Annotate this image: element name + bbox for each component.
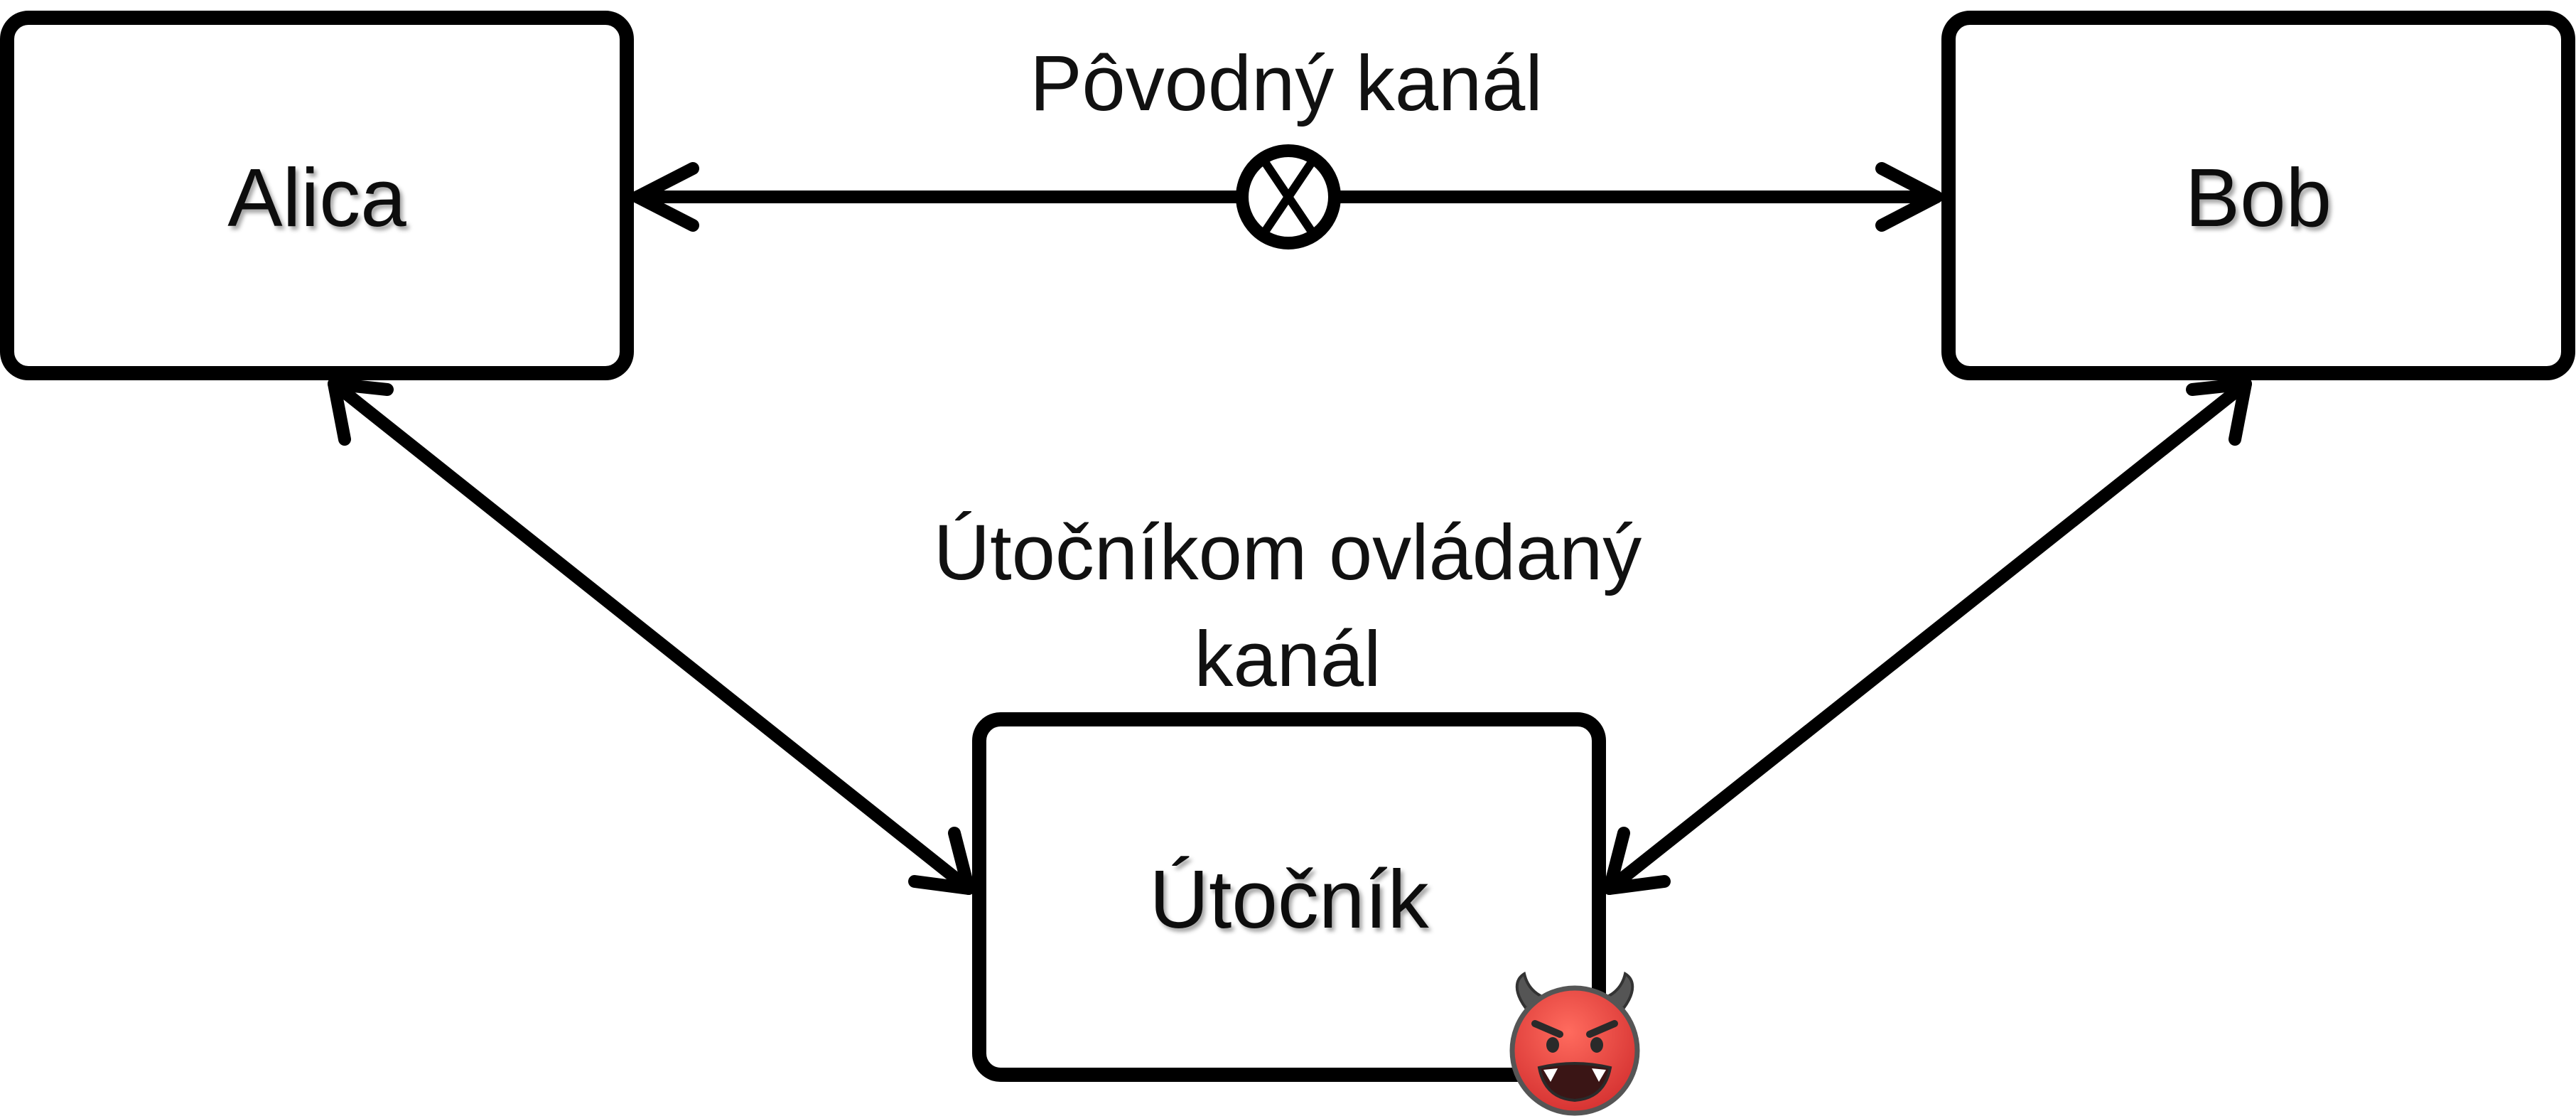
alice-label: Alica: [227, 151, 406, 244]
bob-attacker-edge: [1603, 377, 2252, 895]
attacker-label: Útočník: [1149, 853, 1429, 945]
alice-box: [0, 11, 634, 380]
original-channel-label: Pôvodný kanál: [1030, 40, 1543, 127]
bob-box: [1941, 11, 2575, 380]
attacker-box: [972, 712, 1606, 1082]
bob-label: Bob: [2185, 151, 2332, 244]
attacker-channel-label-line1: Útočníkom ovládaný: [934, 509, 1642, 596]
blocked-channel-icon: [1236, 144, 1341, 250]
alice-attacker-edge: [328, 377, 975, 895]
original-channel-edge: [631, 162, 1943, 232]
devil-face-icon: [1509, 971, 1640, 1116]
attacker-channel-label-line2: kanál: [1195, 616, 1381, 703]
